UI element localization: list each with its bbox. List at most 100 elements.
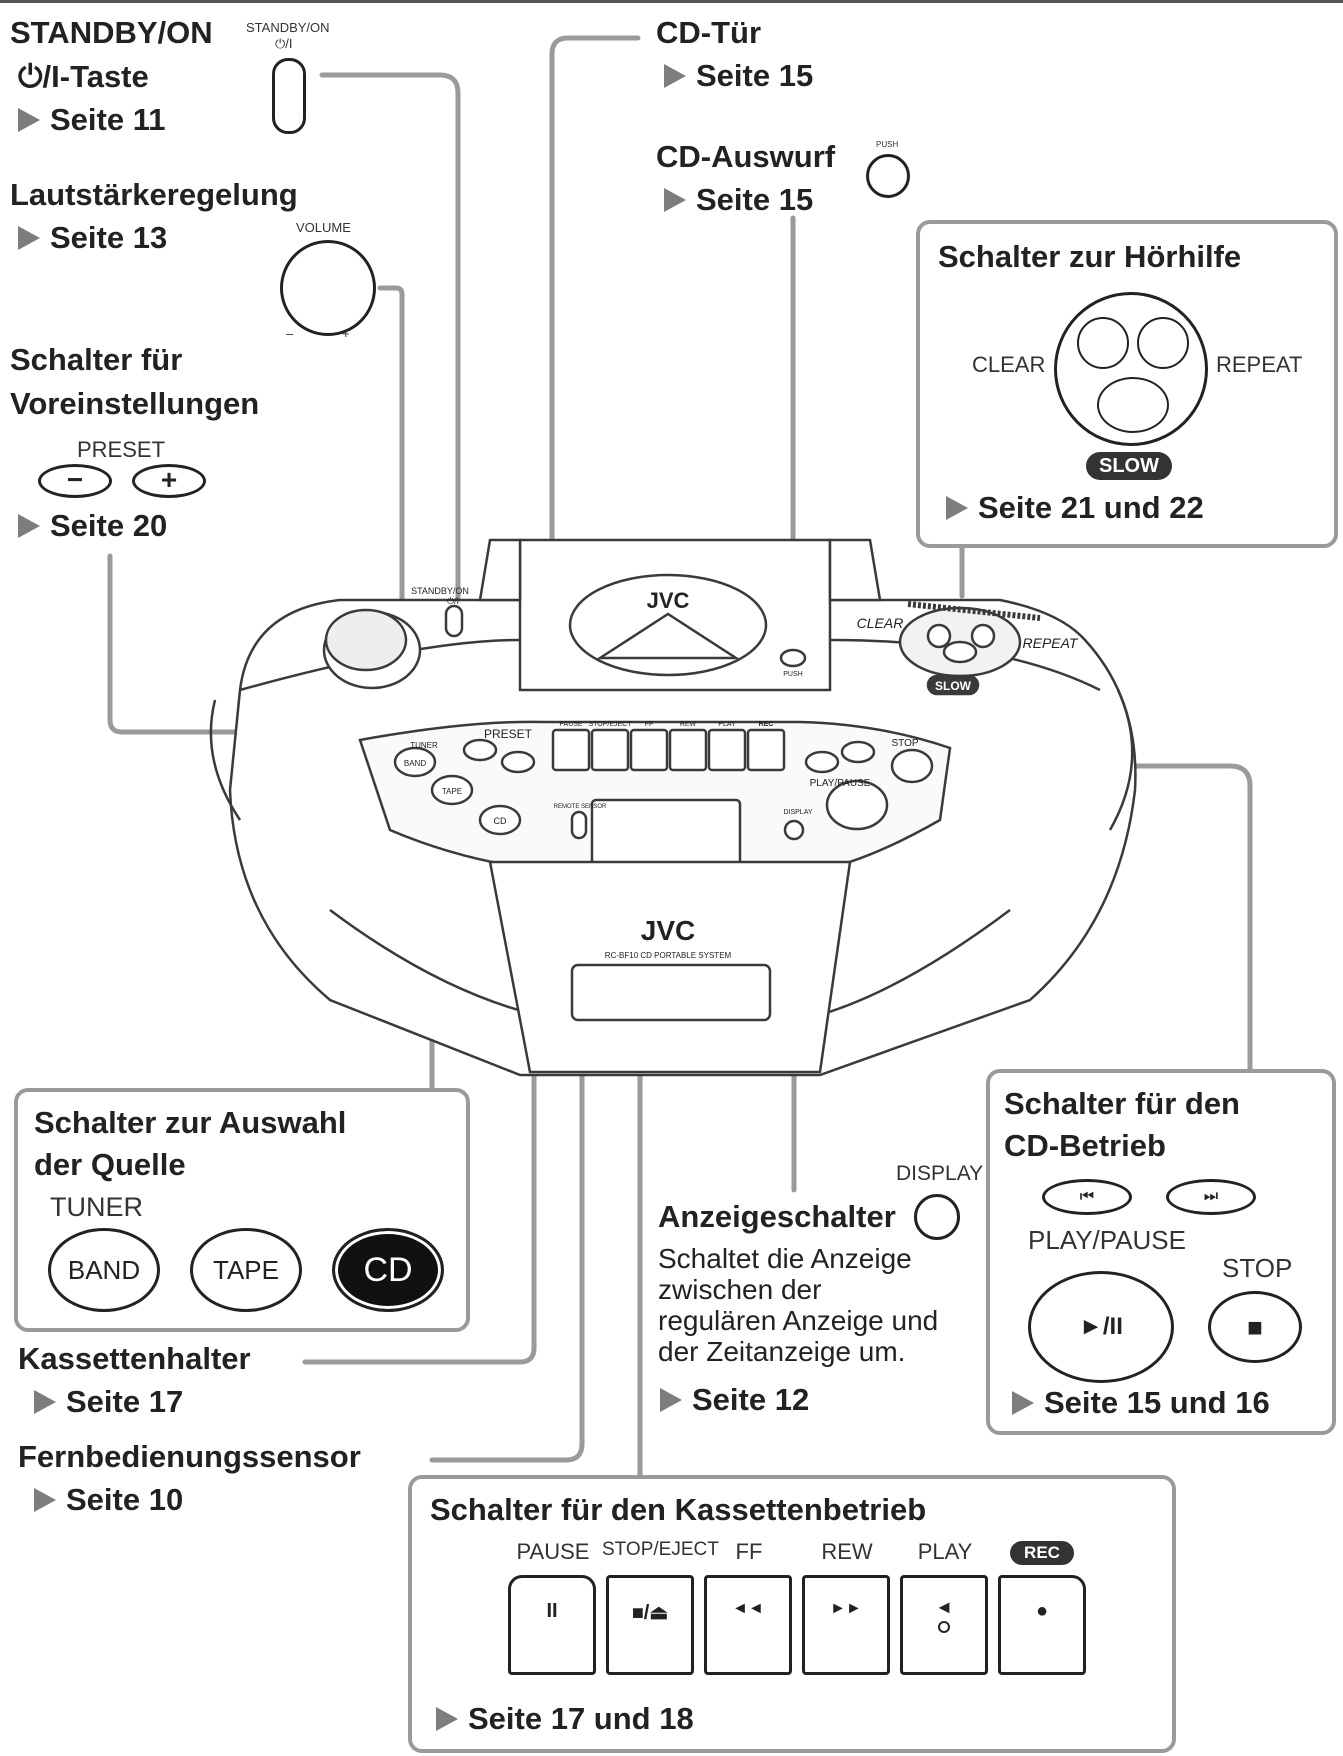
hearing-slow-badge: SLOW xyxy=(1086,452,1172,480)
cd-ops-title-line2: CD-Betrieb xyxy=(1004,1128,1166,1163)
standby-page-ref: Seite 11 xyxy=(18,102,165,138)
tape-ops-title: Schalter für den Kassettenbetrieb xyxy=(430,1492,927,1527)
display-desc-line2: zwischen der xyxy=(658,1274,822,1305)
preset-plus-icon: + xyxy=(132,464,206,498)
source-select-box: Schalter zur Auswahl der Quelle TUNER BA… xyxy=(14,1088,470,1332)
tape-button-rew: REW ►► xyxy=(798,1539,896,1679)
tape-button-play: PLAY ◄ xyxy=(896,1539,994,1679)
device-rec-label: REC xyxy=(759,721,774,728)
standby-icon-label: STANDBY/ON xyxy=(246,20,330,35)
standby-icon-symbol: ⏻/I xyxy=(275,36,293,51)
volume-icon-label: VOLUME xyxy=(296,220,351,235)
tape-play-symbol: ◄ xyxy=(935,1597,953,1617)
tape-stop-eject-symbol: ■/⏏ xyxy=(631,1602,669,1624)
cd-door-title: CD-Tür xyxy=(656,15,762,50)
display-desc-line3: regulären Anzeige und xyxy=(658,1305,939,1336)
tape-rew-key: ►► xyxy=(802,1575,890,1675)
volume-plus: + xyxy=(342,326,350,341)
volume-page-ref: Seite 13 xyxy=(18,220,167,256)
hearing-page-ref: Seite 21 und 22 xyxy=(946,490,1204,526)
cd-eject-button-icon xyxy=(866,154,910,198)
device-remote-sensor-label: REMOTE SENSOR xyxy=(554,804,607,810)
cd-eject-title: CD-Auswurf xyxy=(656,139,836,174)
hearing-slow-text: SLOW xyxy=(1099,455,1159,477)
hearing-control-icon xyxy=(1054,292,1208,446)
source-title-line2: der Quelle xyxy=(34,1147,186,1182)
source-cd-label: CD xyxy=(363,1251,413,1289)
cd-ops-box: Schalter für den CD-Betrieb ⏮ ⏭ PLAY/PAU… xyxy=(986,1069,1336,1435)
tape-ops-page-ref: Seite 17 und 18 xyxy=(436,1701,694,1737)
device-model: RC-BF10 CD PORTABLE SYSTEM xyxy=(605,951,732,960)
device-push-label: PUSH xyxy=(783,671,802,678)
tape-button-pause: PAUSE II xyxy=(504,1539,602,1679)
cd-ops-title-line1: Schalter für den xyxy=(1004,1086,1240,1121)
cd-stop-label: STOP xyxy=(1222,1253,1293,1283)
source-band-button: BAND xyxy=(48,1228,160,1312)
source-tape-label: TAPE xyxy=(213,1255,279,1285)
device-clear-label: CLEAR xyxy=(857,615,904,631)
standby-title: STANDBY/ON xyxy=(10,15,213,50)
display-icon-label: DISPLAY xyxy=(896,1162,984,1185)
cd-next-button-icon: ⏭ xyxy=(1166,1179,1256,1215)
tape-rew-symbol: ►► xyxy=(830,1600,862,1617)
cd-stop-button-icon: ■ xyxy=(1208,1291,1302,1363)
cd-prev-symbol: ⏮ xyxy=(1079,1188,1095,1205)
cd-eject-icon-label: PUSH xyxy=(876,140,899,149)
source-band-label: BAND xyxy=(67,1255,141,1285)
device-tuner-label: TUNER xyxy=(410,741,438,750)
cassette-holder-page-ref: Seite 17 xyxy=(34,1384,183,1420)
tape-rec-label: REC xyxy=(1024,1543,1060,1562)
tape-rec-badge: REC xyxy=(1010,1541,1074,1565)
standby-key-label: ⏻/I-Taste xyxy=(18,59,149,94)
remote-sensor-title: Fernbedienungssensor xyxy=(18,1439,361,1474)
cd-play-pause-button-icon: ►/II xyxy=(1028,1271,1174,1383)
standby-button-icon xyxy=(272,58,306,134)
device-pause-label: PAUSE xyxy=(559,721,583,728)
device-preset-label: PRESET xyxy=(484,727,533,741)
device-tape-label: TAPE xyxy=(442,787,462,796)
hearing-title: Schalter zur Hörhilfe xyxy=(938,239,1242,274)
preset-minus-symbol: − xyxy=(66,464,84,495)
tape-ff-symbol: ◄◄ xyxy=(732,1600,764,1617)
tape-stop-eject-label: STOP/EJECT xyxy=(602,1539,719,1560)
device-cd-label: CD xyxy=(494,816,507,826)
tape-pause-key: II xyxy=(508,1575,596,1675)
display-button-icon xyxy=(914,1194,960,1240)
preset-icon-label: PRESET xyxy=(77,437,166,462)
device-play-label: PLAY xyxy=(718,721,736,728)
display-desc-line4: der Zeitanzeige um. xyxy=(658,1336,906,1367)
cd-stop-symbol: ■ xyxy=(1247,1312,1263,1342)
display-page-ref: Seite 12 xyxy=(660,1382,809,1418)
source-cd-button: CD xyxy=(332,1228,444,1312)
tape-play-label: PLAY xyxy=(917,1539,973,1564)
cd-eject-page-ref: Seite 15 xyxy=(664,182,813,218)
hearing-clear-button xyxy=(1077,317,1129,369)
device-ff-label: FF xyxy=(645,721,654,728)
source-title-line1: Schalter zur Auswahl xyxy=(34,1105,347,1140)
tape-rec-symbol: ● xyxy=(1035,1600,1049,1622)
tape-buttons-row: PAUSE II STOP/EJECT ■/⏏ FF ◄◄ REW ►► PLA… xyxy=(504,1539,1094,1679)
tape-stop-eject-key: ■/⏏ xyxy=(606,1575,694,1675)
hearing-clear-label: CLEAR xyxy=(972,352,1046,377)
tape-pause-label: PAUSE xyxy=(516,1539,590,1564)
cd-next-symbol: ⏭ xyxy=(1203,1188,1219,1205)
device-band-label: BAND xyxy=(404,759,426,768)
volume-title: Lautstärkeregelung xyxy=(10,177,298,212)
cassette-holder-title: Kassettenhalter xyxy=(18,1341,251,1376)
cd-prev-button-icon: ⏮ xyxy=(1042,1179,1132,1215)
device-brand-top: JVC xyxy=(647,588,690,613)
hearing-slow-button xyxy=(1097,377,1169,433)
device-play-pause-label: PLAY/PAUSE xyxy=(810,778,871,789)
device-slow-label: SLOW xyxy=(935,679,972,693)
preset-title-line2: Voreinstellungen xyxy=(10,386,260,421)
cd-play-pause-symbol: ►/II xyxy=(1079,1313,1123,1340)
tape-ff-label: FF xyxy=(735,1539,763,1564)
volume-knob-icon xyxy=(280,240,376,336)
device-standby-symbol: ⏻/I xyxy=(447,596,459,606)
tape-play-dot-icon xyxy=(938,1620,950,1633)
source-tuner-label: TUNER xyxy=(50,1192,143,1222)
preset-title-line1: Schalter für xyxy=(10,342,183,377)
preset-page-ref: Seite 20 xyxy=(18,508,167,544)
hearing-aid-box: Schalter zur Hörhilfe CLEAR REPEAT SLOW … xyxy=(916,220,1338,548)
